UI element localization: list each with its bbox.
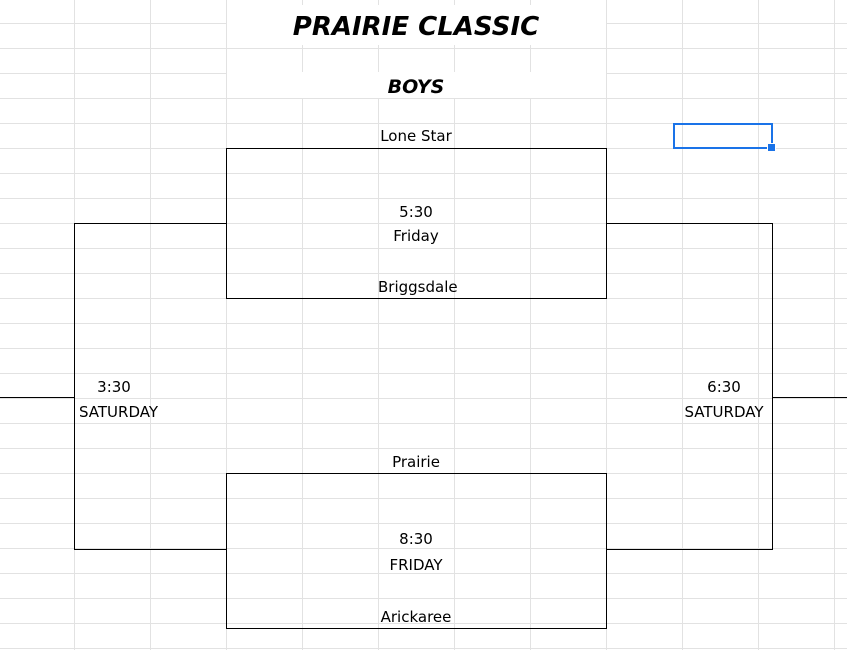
division-title: BOYS [387, 76, 445, 98]
subtitle-merged-cell[interactable] [227, 72, 606, 98]
left-bracket-vertical-line [74, 223, 75, 550]
game1-time[interactable]: 5:30 [399, 203, 433, 221]
right-bracket-exit-line [772, 397, 847, 398]
left-bracket-bottom-line [74, 549, 227, 550]
game1-bottom-line [226, 298, 607, 299]
game2-time[interactable]: 8:30 [399, 530, 433, 548]
right-bracket-top-line [606, 223, 773, 224]
game1-team-top[interactable]: Lone Star [380, 127, 452, 145]
left-bracket-top-line [74, 223, 227, 224]
game1-day[interactable]: Friday [393, 227, 439, 245]
game2-left-line [226, 473, 227, 629]
right-bracket-bottom-line [606, 549, 773, 550]
game2-bottom-line [226, 628, 607, 629]
tournament-title: PRAIRIE CLASSIC [292, 12, 540, 42]
game2-top-line [226, 473, 607, 474]
game2-team-top[interactable]: Prairie [392, 453, 440, 471]
right-game-time[interactable]: 6:30 [707, 378, 741, 396]
game2-day[interactable]: FRIDAY [389, 556, 443, 574]
game1-team-bottom[interactable]: Briggsdale [378, 278, 458, 296]
left-bracket-exit-line [0, 397, 75, 398]
selected-cell[interactable] [673, 123, 773, 149]
left-game-time[interactable]: 3:30 [97, 378, 131, 396]
game2-right-line [606, 473, 607, 629]
right-game-day[interactable]: SATURDAY [684, 403, 764, 421]
game2-team-bottom[interactable]: Arickaree [380, 608, 452, 626]
fill-handle[interactable] [767, 143, 776, 152]
left-game-day[interactable]: SATURDAY [79, 403, 159, 421]
right-bracket-vertical-line [772, 223, 773, 550]
game1-top-line [226, 148, 607, 149]
title-merged-cell[interactable] [227, 5, 606, 45]
